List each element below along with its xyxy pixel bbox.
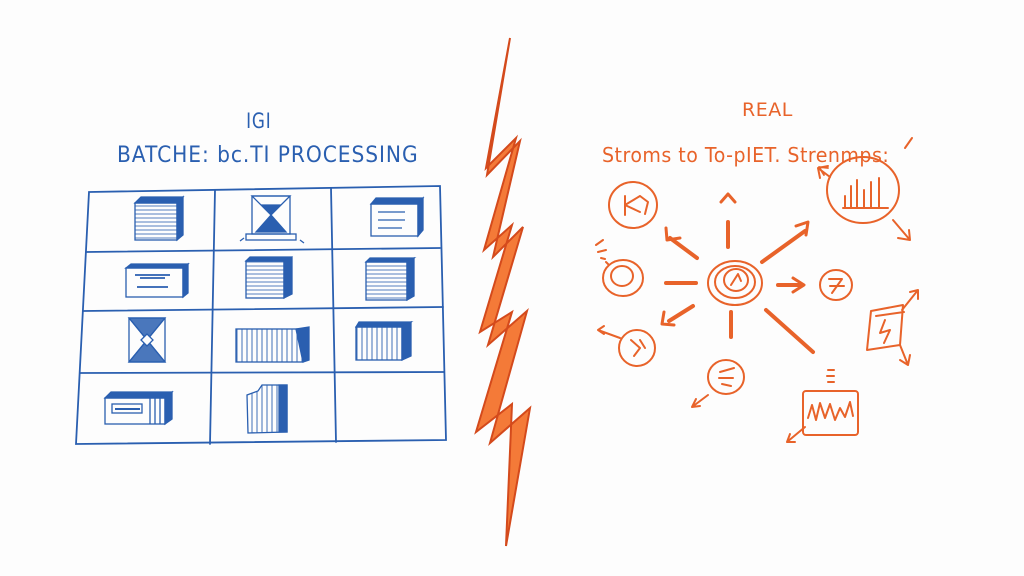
document-tray-icon (124, 262, 190, 299)
file-cabinet-icon (103, 390, 174, 426)
target-spiral-icon (707, 260, 763, 306)
signal-dots (595, 239, 609, 265)
bar-chart-circle-icon (817, 137, 913, 241)
vertical-striped-box-icon (354, 320, 414, 362)
waveform-monitor-icon (786, 369, 859, 443)
open-box-icon (246, 384, 288, 434)
striped-box-icon (364, 256, 417, 302)
striped-box-icon (244, 255, 293, 300)
batch-small-title: IGI (246, 109, 272, 133)
striped-box-icon (133, 195, 185, 242)
swoosh-arrow (818, 166, 829, 176)
labeled-box-icon (369, 196, 425, 238)
circle-node-icon (602, 259, 644, 297)
circle-node-icon (597, 325, 656, 367)
hub-spokes (664, 220, 815, 354)
arrow-heads (660, 192, 810, 327)
batch-grid (75, 185, 447, 445)
batch-processing-title: BATCHE: bc.TI PROCESSING (117, 143, 419, 168)
lightning-square-icon (866, 289, 919, 366)
circle-node-icon (819, 269, 853, 301)
lightning-bolt-icon (474, 37, 532, 547)
hourglass-icon (239, 195, 305, 244)
vertical-striped-box-icon (235, 326, 310, 363)
circle-node-icon (691, 359, 745, 408)
document-circle-icon (608, 181, 658, 229)
realtime-small-title: REAL (742, 99, 793, 121)
hourglass-icon (127, 317, 167, 363)
realtime-streams-title: Stroms to To-pIET. Strenmps: (602, 143, 890, 167)
